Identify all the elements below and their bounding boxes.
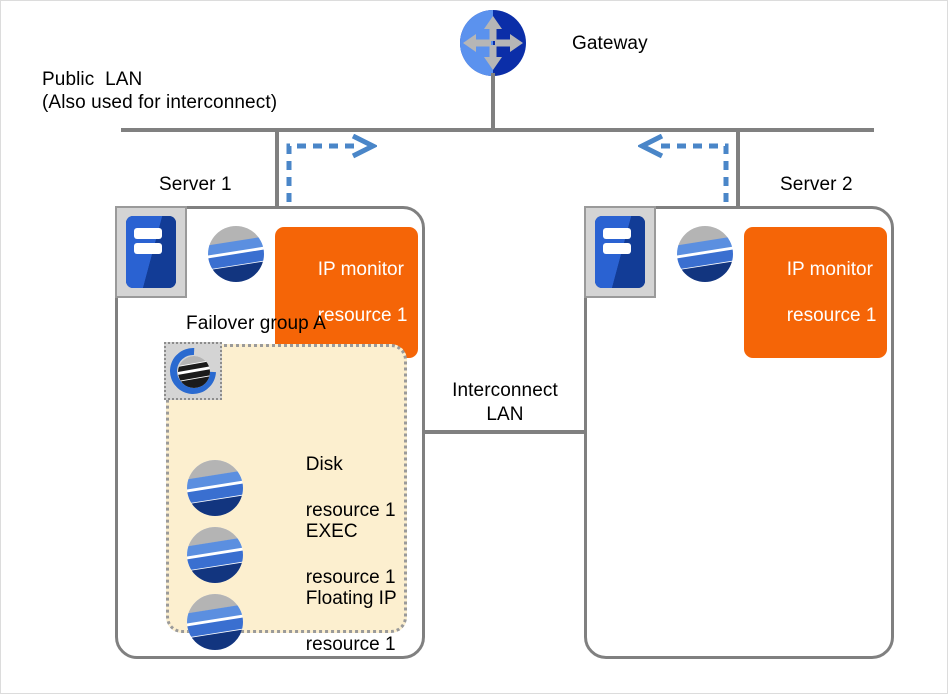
server1-ip-monitor-badge-line1: IP monitor (317, 259, 404, 280)
disk-resource-line2: resource 1 (305, 500, 396, 521)
exec-resource-text: EXEC resource 1 (253, 497, 396, 612)
floating-ip-resource-line1: Floating IP (305, 588, 397, 609)
interconnect-lan-label-line2: LAN (486, 404, 524, 425)
failover-group-inner-globe (178, 356, 210, 388)
server1-ip-monitor-badge: IP monitor resource 1 (275, 227, 419, 358)
server1-machine-icon (115, 206, 187, 298)
gateway-router-icon (460, 10, 526, 76)
gateway-label: Gateway (572, 33, 648, 54)
server2-label: Server 2 (780, 174, 853, 195)
server2-machine-icon-body (595, 216, 645, 288)
resource-row-floating-ip: Floating IP resource 1 (187, 564, 397, 679)
disk-resource-line1: Disk (305, 454, 343, 475)
server2-machine-icon-bar-1 (603, 228, 631, 240)
exec-resource-line2: resource 1 (305, 567, 396, 588)
server2-ip-monitor-badge-line2: resource 1 (786, 305, 877, 326)
interconnect-lan-line (424, 430, 586, 434)
failover-group-a-box: Disk resource 1 EXEC resource 1 (160, 338, 407, 655)
server1-lan-drop-line (275, 128, 279, 208)
floating-ip-resource-text: Floating IP resource 1 (253, 564, 397, 679)
failover-group-a-label: Failover group A (186, 313, 326, 334)
floating-ip-resource-globe-icon (187, 593, 243, 650)
server1-to-gateway-arrow (286, 134, 377, 202)
public-lan-label-line2: (Also used for interconnect) (42, 92, 278, 113)
server2-machine-icon-bar-2 (603, 243, 631, 255)
server2-lan-drop-line (736, 128, 740, 208)
gateway-drop-line (491, 73, 495, 131)
server1-ip-monitor-badge-line2: resource 1 (317, 305, 408, 326)
public-lan-bus-line (121, 128, 874, 132)
server1-ip-monitor-globe-icon (208, 226, 264, 282)
server1-box: IP monitor resource 1 Failover group A (115, 206, 425, 659)
disk-resource-text: Disk resource 1 (253, 430, 396, 545)
server2-machine-icon (584, 206, 656, 298)
server1-machine-icon-bar-2 (134, 243, 162, 255)
server1-label: Server 1 (159, 174, 232, 195)
exec-resource-globe-icon (187, 526, 243, 583)
interconnect-lan-label-line1: Interconnect (452, 380, 558, 401)
server1-machine-icon-bar-1 (134, 228, 162, 240)
resource-row-exec: EXEC resource 1 (187, 497, 396, 612)
server2-ip-monitor-badge-line1: IP monitor (786, 259, 873, 280)
server1-machine-icon-body (126, 216, 176, 288)
server2-ip-monitor-globe-icon (677, 226, 733, 282)
server2-box: IP monitor resource 1 (584, 206, 894, 659)
floating-ip-resource-line2: resource 1 (305, 634, 396, 655)
disk-resource-globe-icon (187, 459, 243, 516)
gateway-arrows-glyph (463, 16, 523, 70)
public-lan-label-line1: Public LAN (42, 69, 143, 90)
server2-ip-monitor-badge: IP monitor resource 1 (744, 227, 888, 358)
exec-resource-line1: EXEC (305, 521, 358, 542)
failover-group-a-icon (160, 338, 226, 404)
resource-row-disk: Disk resource 1 (187, 430, 396, 545)
server2-to-gateway-arrow (638, 134, 729, 202)
